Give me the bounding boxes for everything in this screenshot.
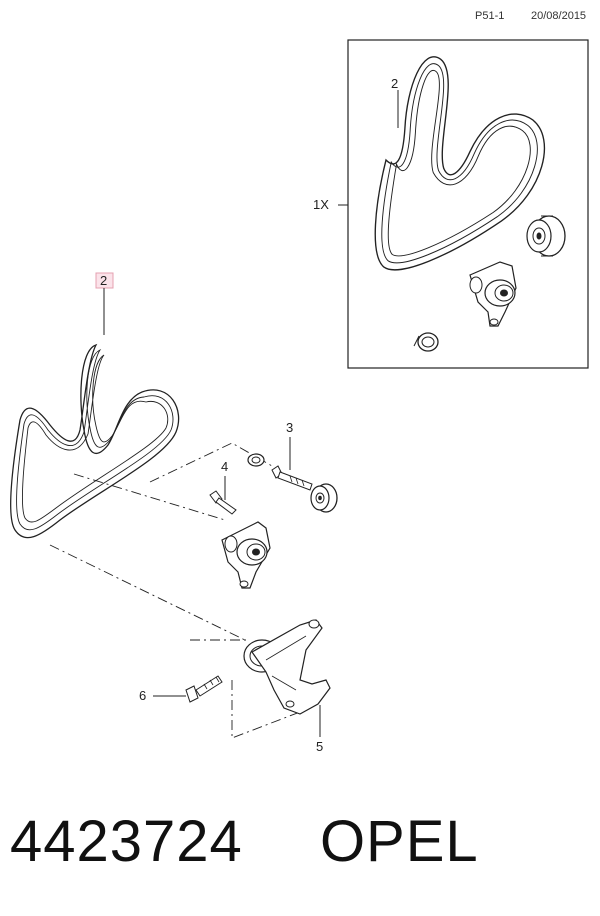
bracket-bolt-callout: 6: [139, 688, 146, 703]
idler-bolt: [271, 465, 313, 491]
kit-belt-callout: 2: [391, 76, 398, 91]
main-belt-callout: 2: [100, 273, 107, 288]
part-label: 4423724 OPEL: [10, 808, 479, 875]
tensioner-bolt: [209, 490, 237, 515]
guide-lines: [49, 442, 301, 739]
tensioner-bracket: [243, 619, 331, 715]
kit-qty-callout: 1X: [313, 197, 329, 212]
brand-name: OPEL: [319, 809, 479, 874]
page-date: 20/08/2015: [531, 10, 587, 22]
bracket-bolt: [185, 675, 223, 703]
idler-pulley-callout: 3: [286, 420, 293, 435]
kit-idler-pulley: [526, 215, 566, 257]
tensioner: [221, 521, 271, 589]
kit-tensioner: [469, 261, 517, 327]
kit-belt: [374, 56, 546, 271]
main-belt: [10, 343, 180, 539]
idler-washer: [247, 453, 265, 467]
tensioner-bolt-callout: 4: [221, 459, 228, 474]
page-code: P51-1: [475, 10, 505, 22]
part-number: 4423724: [10, 809, 243, 874]
idler-pulley: [310, 483, 338, 513]
tensioner-bracket-callout: 5: [316, 739, 323, 754]
kit-frame: [347, 39, 589, 369]
kit-clip: [413, 332, 439, 352]
